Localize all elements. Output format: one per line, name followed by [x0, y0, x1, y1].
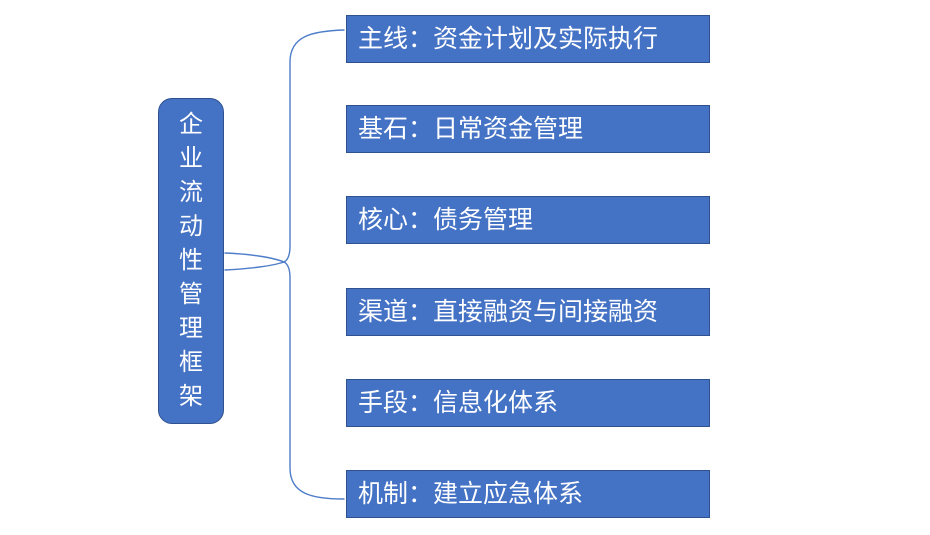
branch-node-cornerstone: 基石：日常资金管理 [346, 105, 710, 153]
root-node: 企业流动性管理框架 [158, 98, 224, 424]
branch-node-mainline: 主线：资金计划及实际执行 [346, 15, 710, 63]
branch-node-label: 渠道：直接融资与间接融资 [358, 297, 659, 326]
connector-upper-path [224, 252, 285, 263]
branch-node-label: 基石：日常资金管理 [358, 114, 584, 143]
branch-node-label: 核心：债务管理 [358, 205, 534, 234]
root-node-label: 企业流动性管理框架 [179, 111, 203, 410]
branch-node-label: 机制：建立应急体系 [358, 479, 584, 508]
branch-node-channel: 渠道：直接融资与间接融资 [346, 288, 710, 336]
connector-lower-path [224, 261, 285, 271]
branch-node-mechanism: 机制：建立应急体系 [346, 470, 710, 518]
branch-node-means: 手段：信息化体系 [346, 379, 710, 427]
branch-node-core: 核心：债务管理 [346, 196, 710, 244]
brace-path [282, 29, 345, 500]
branch-node-label: 主线：资金计划及实际执行 [358, 24, 659, 53]
branch-node-label: 手段：信息化体系 [358, 388, 559, 417]
